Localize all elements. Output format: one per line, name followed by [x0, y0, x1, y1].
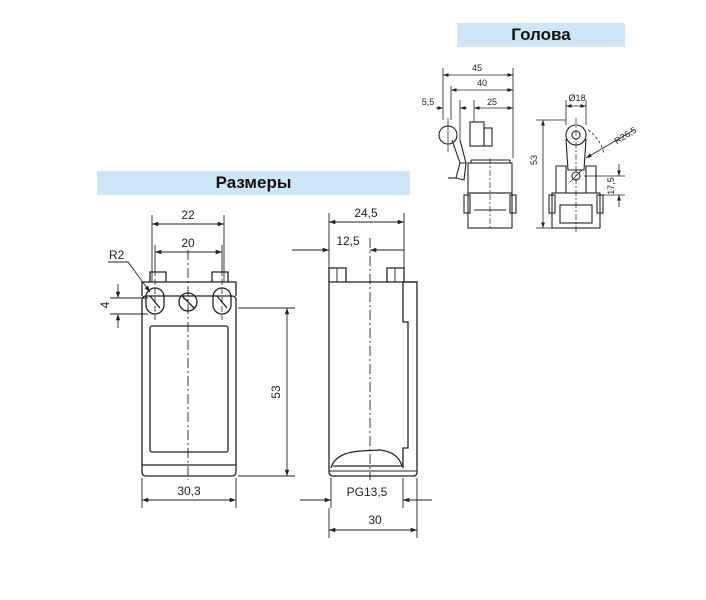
front-view-dimensions: [108, 215, 295, 508]
dimensions-section-title: Размеры: [97, 171, 410, 195]
dim-label-25: 25: [487, 97, 497, 107]
side-view-dimensions: [292, 213, 432, 538]
dim-label-12-5: 12,5: [336, 234, 360, 248]
head-front-dimensions: [536, 100, 635, 229]
dim-label-5-5: 5,5: [422, 97, 435, 107]
dim-label-53-head: 53: [529, 155, 539, 165]
dim-label-22: 22: [181, 208, 195, 222]
head-section-title: Голова: [457, 23, 625, 47]
dim-label-d18: Ø18: [568, 93, 585, 103]
head-side-dimensions: [436, 68, 514, 158]
dim-label-4: 4: [98, 301, 112, 308]
head-side-view: [438, 118, 517, 230]
switch-side-view: [328, 238, 418, 480]
dim-label-30: 30: [368, 513, 382, 527]
dim-label-40: 40: [477, 78, 487, 88]
head-front-view: [548, 118, 604, 232]
dim-label-r2: R2: [109, 248, 125, 262]
dim-label-24-5: 24,5: [354, 206, 378, 220]
dim-label-pg13-5: PG13,5: [347, 485, 388, 499]
dim-label-30-3: 30,3: [177, 484, 201, 498]
dim-label-45: 45: [472, 63, 482, 73]
dim-label-20: 20: [181, 236, 195, 250]
dim-label-17-5: 17,5: [606, 177, 616, 195]
dim-label-53: 53: [269, 385, 283, 399]
switch-front-view: [141, 250, 237, 480]
dim-label-r26-5: R26,5: [613, 125, 639, 146]
